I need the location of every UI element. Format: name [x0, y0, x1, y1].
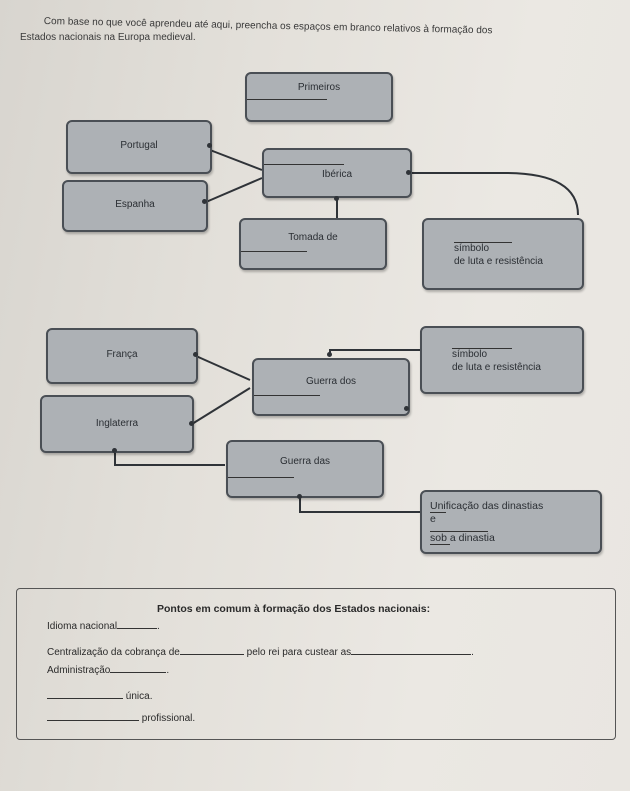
blank-centralizacao-2[interactable]	[351, 654, 472, 655]
connector-dot	[334, 196, 339, 201]
summary-line-centralizacao: Centralização da cobrança de pelo rei pa…	[47, 647, 474, 658]
summary-line-administracao: Administração.	[47, 665, 169, 676]
box-tomada-de: Tomada de	[239, 218, 387, 270]
blank-iberica[interactable]	[264, 164, 344, 165]
connector-dot	[404, 406, 409, 411]
summary-line-profissional: profissional.	[47, 713, 195, 724]
box-guerra-dos-label: Guerra dos	[305, 376, 357, 387]
blank-primeiros[interactable]	[247, 99, 327, 100]
box-guerra-dos: Guerra dos	[252, 358, 410, 416]
summary-line-idioma: Idioma nacional.	[47, 621, 160, 632]
unificacao-line1: Unificação das dinastias e	[430, 500, 600, 525]
simbolo-2-text-a: símbolo	[452, 349, 488, 360]
instructions-text-cont: Estados nacionais na Europa medieval.	[20, 32, 196, 43]
box-iberica-label: Ibérica	[321, 169, 352, 180]
box-iberica: Ibérica	[262, 148, 412, 198]
summary-line-unica: única.	[47, 691, 152, 702]
box-franca-label: França	[106, 349, 138, 360]
box-tomada-label: Tomada de	[288, 232, 338, 243]
box-guerra-das: Guerra das	[226, 440, 384, 498]
unificacao-sob-text: sob a dinastia	[430, 532, 495, 544]
simbolo-1-line1: símbolo	[454, 242, 582, 254]
blank-idioma[interactable]	[117, 628, 158, 629]
unificacao-e: e	[430, 513, 436, 525]
box-espanha-label: Espanha	[115, 199, 155, 210]
simbolo-1-text-b: de luta e resistência	[454, 256, 543, 267]
simbolo-1-text-a: símbolo	[454, 243, 490, 254]
connector-dot	[112, 448, 117, 453]
blank-administracao[interactable]	[110, 672, 167, 673]
connector-dot	[327, 352, 332, 357]
simbolo-2-text-b: de luta e resistência	[452, 362, 541, 373]
blank-guerra-das[interactable]	[228, 477, 294, 478]
box-guerra-das-label: Guerra das	[279, 456, 331, 467]
summary-unica-text: única.	[125, 691, 153, 702]
summary-title: Pontos em comum à formação dos Estados n…	[157, 603, 431, 615]
summary-administracao-text: Administração	[47, 665, 111, 676]
blank-unica[interactable]	[47, 698, 123, 699]
connector-dot	[202, 199, 207, 204]
blank-simbolo-1[interactable]	[454, 242, 512, 243]
box-portugal: Portugal	[66, 120, 212, 174]
box-inglaterra-label: Inglaterra	[95, 418, 139, 429]
unificacao-text: Unificação das dinastias	[430, 500, 544, 512]
box-portugal-label: Portugal	[120, 140, 158, 151]
blank-guerra-dos[interactable]	[254, 395, 320, 396]
box-simbolo-1: símbolo de luta e resistência	[422, 218, 584, 290]
blank-centralizacao-1[interactable]	[179, 654, 244, 655]
summary-administracao-dot: .	[166, 665, 170, 676]
box-unificacao: Unificação das dinastias e sob a dinasti…	[420, 490, 602, 554]
box-espanha: Espanha	[62, 180, 208, 232]
blank-simbolo-2[interactable]	[452, 348, 512, 349]
summary-centralizacao-text-b: pelo rei para custear as	[246, 647, 352, 658]
blank-profissional[interactable]	[47, 720, 139, 721]
connector-dot	[406, 170, 411, 175]
summary-box: Pontos em comum à formação dos Estados n…	[16, 588, 616, 740]
unificacao-line2: sob a dinastia	[430, 531, 600, 545]
box-inglaterra: Inglaterra	[40, 395, 194, 453]
box-simbolo-2: símbolo de luta e resistência	[420, 326, 584, 394]
box-franca: França	[46, 328, 198, 384]
summary-idioma-dot: .	[157, 621, 160, 632]
connector-dot	[207, 143, 212, 148]
blank-unificacao-3[interactable]	[430, 544, 450, 545]
simbolo-2-line1: símbolo	[452, 348, 582, 360]
connector-dot	[193, 352, 198, 357]
summary-centralizacao-dot: .	[471, 647, 474, 658]
summary-idioma-text: Idioma nacional	[47, 621, 118, 632]
blank-unificacao-2[interactable]	[430, 531, 488, 532]
connector-dot	[189, 421, 194, 426]
summary-profissional-text: profissional.	[141, 713, 196, 724]
box-primeiros-label: Primeiros	[297, 82, 341, 93]
blank-tomada[interactable]	[241, 251, 307, 252]
connector-dot	[297, 494, 302, 499]
box-primeiros: Primeiros	[245, 72, 393, 122]
summary-centralizacao-text-a: Centralização da cobrança de	[47, 647, 180, 658]
